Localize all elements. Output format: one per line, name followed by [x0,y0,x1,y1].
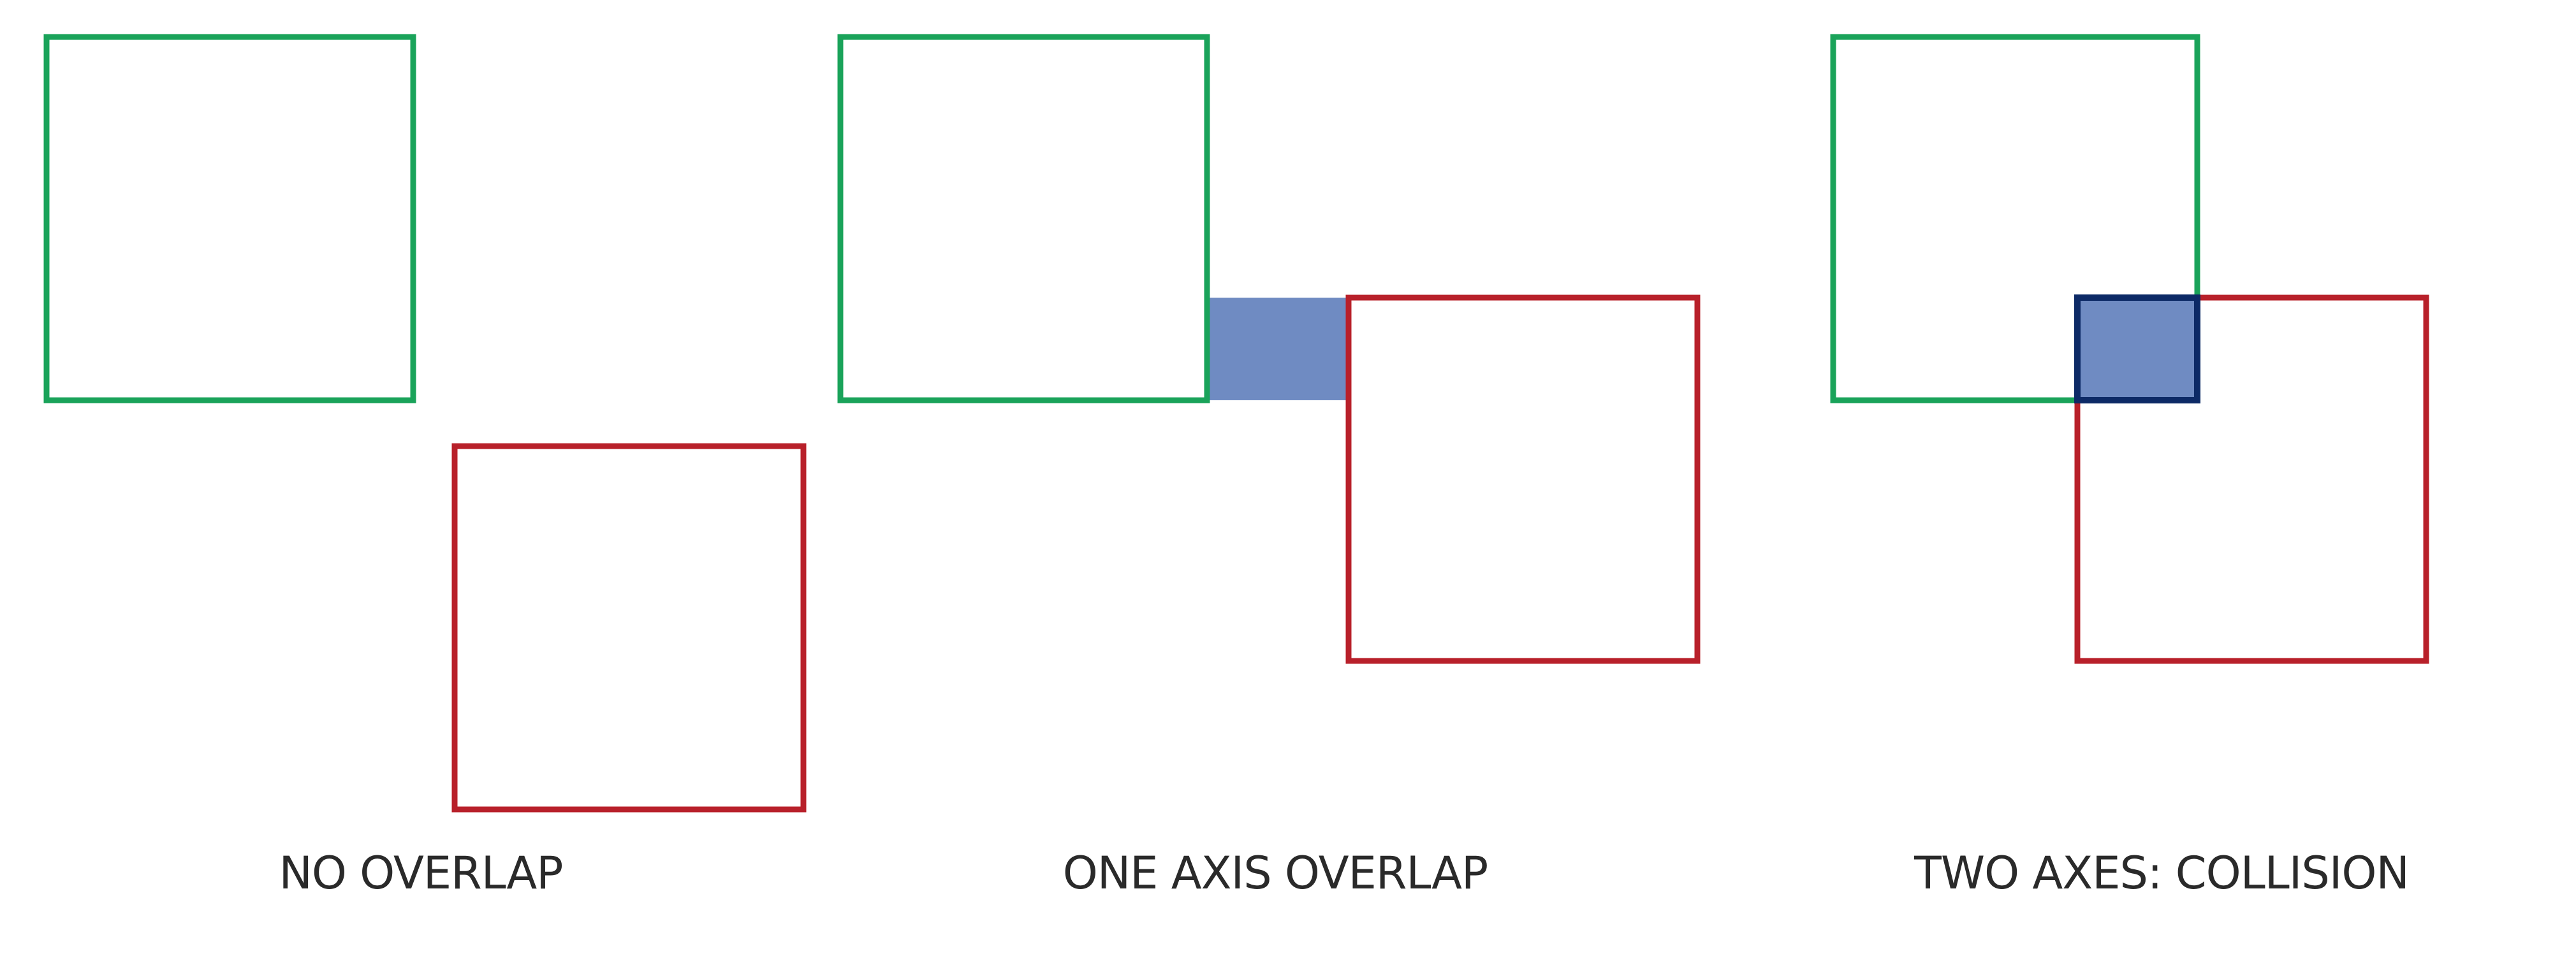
panel-label-no-overlap: NO OVERLAP [279,847,563,899]
panel-label-one-axis-overlap: ONE AXIS OVERLAP [1062,847,1488,899]
red-box [2074,294,2429,664]
collision-region-outline [2074,294,2200,403]
green-box [837,34,1210,403]
panel-label-two-axes-collision: TWO AXES: COLLISION [1914,847,2410,899]
panel-no-overlap [43,34,807,813]
green-box [1830,34,2200,403]
overlap-region [1207,298,1349,400]
red-box [1345,294,1701,664]
red-box [451,443,807,813]
panel-two-axes-collision [1830,34,2429,664]
green-box [43,34,416,403]
panel-one-axis-overlap [837,34,1701,664]
collision-region [2077,298,2197,400]
